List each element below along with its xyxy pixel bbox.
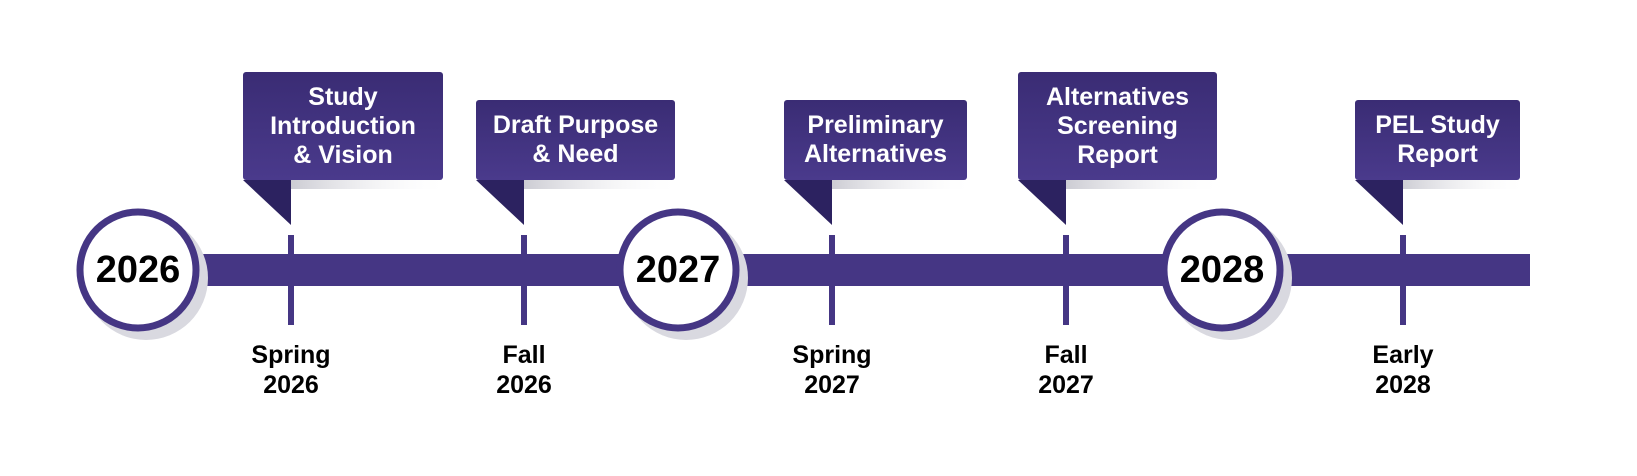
- flag-shadow: [281, 180, 451, 189]
- flag-tail: [1018, 180, 1066, 225]
- year-label: 2028: [1179, 249, 1265, 291]
- flag-body: [784, 100, 967, 180]
- milestone-date: Fall 2027: [1038, 341, 1094, 399]
- milestone-tick: [1063, 235, 1069, 325]
- flag-body: [1355, 100, 1520, 180]
- flag-body: [1018, 72, 1217, 180]
- year-circle-ring: [76, 208, 200, 332]
- flag-tail: [1355, 180, 1403, 225]
- flag-tail: [243, 180, 291, 225]
- flag-shadow: [1393, 180, 1528, 189]
- milestone-date: Spring 2027: [792, 341, 872, 399]
- milestone-tick: [829, 235, 835, 325]
- milestone-flag: [784, 100, 975, 225]
- milestone-tick: [288, 235, 294, 325]
- year-circle: [76, 208, 208, 340]
- milestone-flag: [1018, 72, 1225, 225]
- flag-shadow: [514, 180, 683, 189]
- flag-shadow: [822, 180, 975, 189]
- year-label: 2026: [95, 249, 181, 291]
- milestone-flag: [243, 72, 451, 225]
- year-circle: [616, 208, 748, 340]
- milestone-title: Preliminary Alternatives: [803, 111, 948, 168]
- flag-tail: [476, 180, 524, 225]
- milestone-title: Draft Purpose & Need: [492, 111, 659, 168]
- year-label: 2027: [635, 249, 721, 291]
- milestone-date: Early 2028: [1372, 341, 1434, 399]
- milestone-flag: [1355, 100, 1528, 225]
- flag-body: [476, 100, 675, 180]
- milestone-title: Study Introduction & Vision: [270, 82, 416, 169]
- milestone-date: Spring 2026: [251, 341, 331, 399]
- milestone-title: Alternatives Screening Report: [1045, 82, 1190, 169]
- milestone-flag: [476, 100, 683, 225]
- timeline-bar: [170, 254, 1530, 286]
- year-circle-ring: [616, 208, 740, 332]
- flag-body: [243, 72, 443, 180]
- flag-tail: [784, 180, 832, 225]
- milestone-title: PEL Study Report: [1375, 111, 1500, 168]
- milestone-date: Fall 2026: [496, 341, 552, 399]
- flag-shadow: [1056, 180, 1225, 189]
- year-circle-ring: [1160, 208, 1284, 332]
- milestone-tick: [1400, 235, 1406, 325]
- year-circle: [1160, 208, 1292, 340]
- milestone-tick: [521, 235, 527, 325]
